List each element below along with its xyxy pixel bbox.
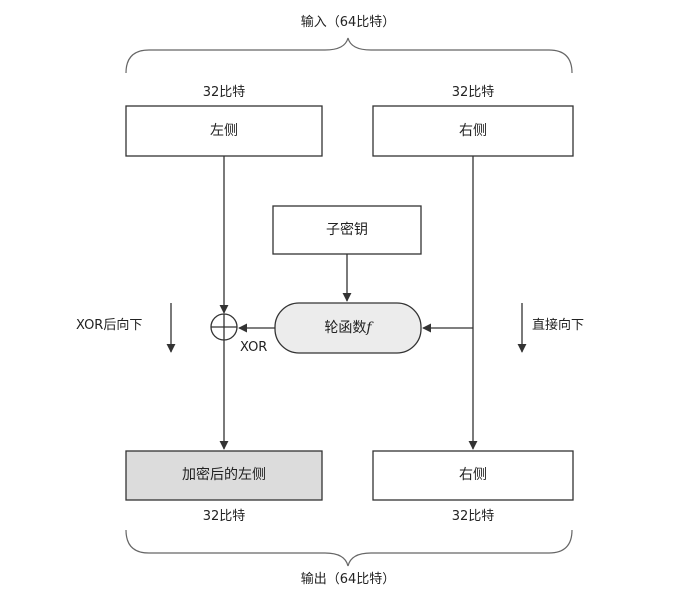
round-function-label: 轮函数f xyxy=(324,320,371,336)
direct-down-label: 直接向下 xyxy=(532,318,585,333)
xor-symbol xyxy=(210,313,238,341)
encrypted-left-box xyxy=(125,450,323,501)
round-function-text: 轮函数 xyxy=(324,320,367,336)
xor-label: XOR xyxy=(240,340,268,355)
right-bits-label: 32比特 xyxy=(451,85,495,100)
input-brace xyxy=(125,37,573,74)
encrypted-left-label: 加密后的左侧 xyxy=(182,467,266,483)
xor-down-label: XOR后向下 xyxy=(76,318,143,333)
output-label: 输出（64比特） xyxy=(300,572,396,587)
output-right-label: 右侧 xyxy=(459,467,487,483)
left-bits-label: 32比特 xyxy=(202,85,246,100)
subkey-label: 子密钥 xyxy=(326,222,368,238)
left-half-label: 左侧 xyxy=(210,123,238,139)
right-half-label: 右侧 xyxy=(459,123,487,139)
input-label: 输入（64比特） xyxy=(300,15,396,30)
right-output-bits-label: 32比特 xyxy=(451,509,495,524)
left-output-bits-label: 32比特 xyxy=(202,509,246,524)
subkey-box xyxy=(272,205,422,255)
output-right-box xyxy=(372,450,574,501)
left-half-box xyxy=(125,105,323,157)
output-brace xyxy=(125,529,573,567)
right-half-box xyxy=(372,105,574,157)
round-function-symbol: f xyxy=(366,320,372,336)
